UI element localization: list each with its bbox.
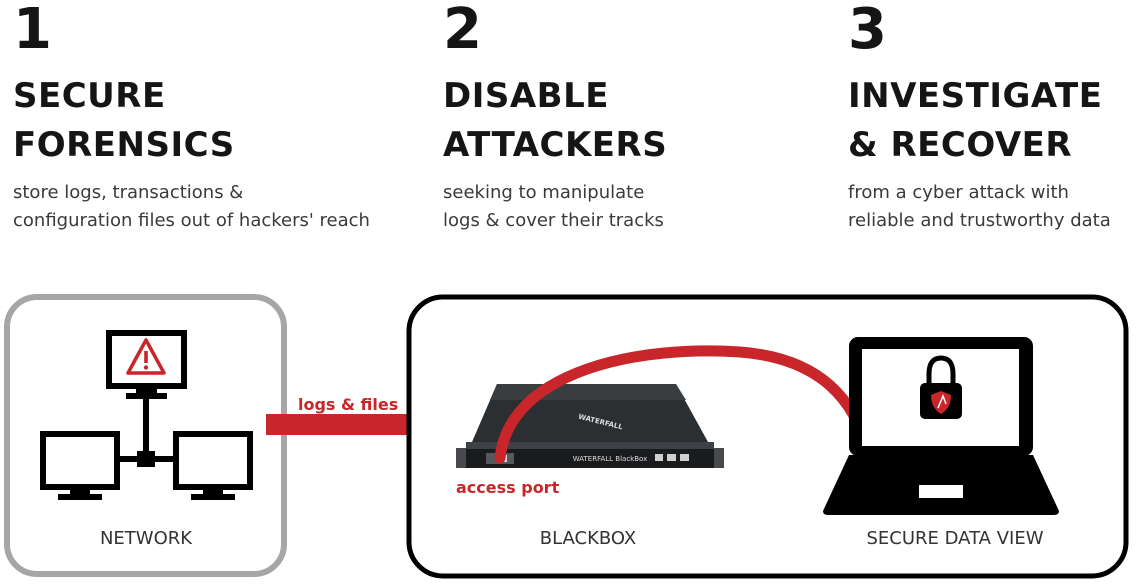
step-description: seeking to manipulate logs & cover their… [443, 179, 667, 235]
shield-icon [931, 391, 951, 414]
step-number: 1 [13, 0, 52, 62]
step-title: SECURE FORENSICS [13, 72, 370, 170]
step-1: 1 SECURE FORENSICS store logs, transacti… [13, 0, 370, 235]
step-desc-line: store logs, transactions & [13, 182, 244, 203]
step-desc-line: from a cyber attack with [848, 182, 1069, 203]
warning-triangle-icon [126, 338, 166, 375]
secure-data-view-label: SECURE DATA VIEW [866, 528, 1043, 549]
blackbox-label: BLACKBOX [540, 528, 637, 549]
step-title: INVESTIGATE & RECOVER [848, 72, 1111, 170]
step-title-line: DISABLE [443, 76, 609, 116]
laptop-icon [823, 337, 1059, 515]
step-title: DISABLE ATTACKERS [443, 72, 667, 170]
step-title-line: ATTACKERS [443, 125, 668, 165]
step-desc-line: seeking to manipulate [443, 182, 645, 203]
arrow-label: logs & files [298, 395, 398, 414]
step-3: 3 INVESTIGATE & RECOVER from a cyber att… [848, 0, 1111, 235]
step-title-line: INVESTIGATE [848, 76, 1103, 116]
step-description: store logs, transactions & configuration… [13, 179, 370, 235]
step-desc-line: configuration files out of hackers' reac… [13, 210, 370, 231]
step-title-line: FORENSICS [13, 125, 235, 165]
step-description: from a cyber attack with reliable and tr… [848, 179, 1111, 235]
device-panel-label: WATERFALL BlackBox [573, 455, 648, 463]
step-number: 3 [848, 0, 887, 62]
network-label: NETWORK [100, 528, 193, 549]
step-2: 2 DISABLE ATTACKERS seeking to manipulat… [443, 0, 667, 235]
access-port-label: access port [456, 478, 560, 497]
step-title-line: SECURE [13, 76, 166, 116]
step-title-line: & RECOVER [848, 125, 1073, 165]
access-cable [494, 345, 874, 464]
step-desc-line: reliable and trustworthy data [848, 210, 1111, 231]
step-desc-line: logs & cover their tracks [443, 210, 664, 231]
step-number: 2 [443, 0, 482, 62]
